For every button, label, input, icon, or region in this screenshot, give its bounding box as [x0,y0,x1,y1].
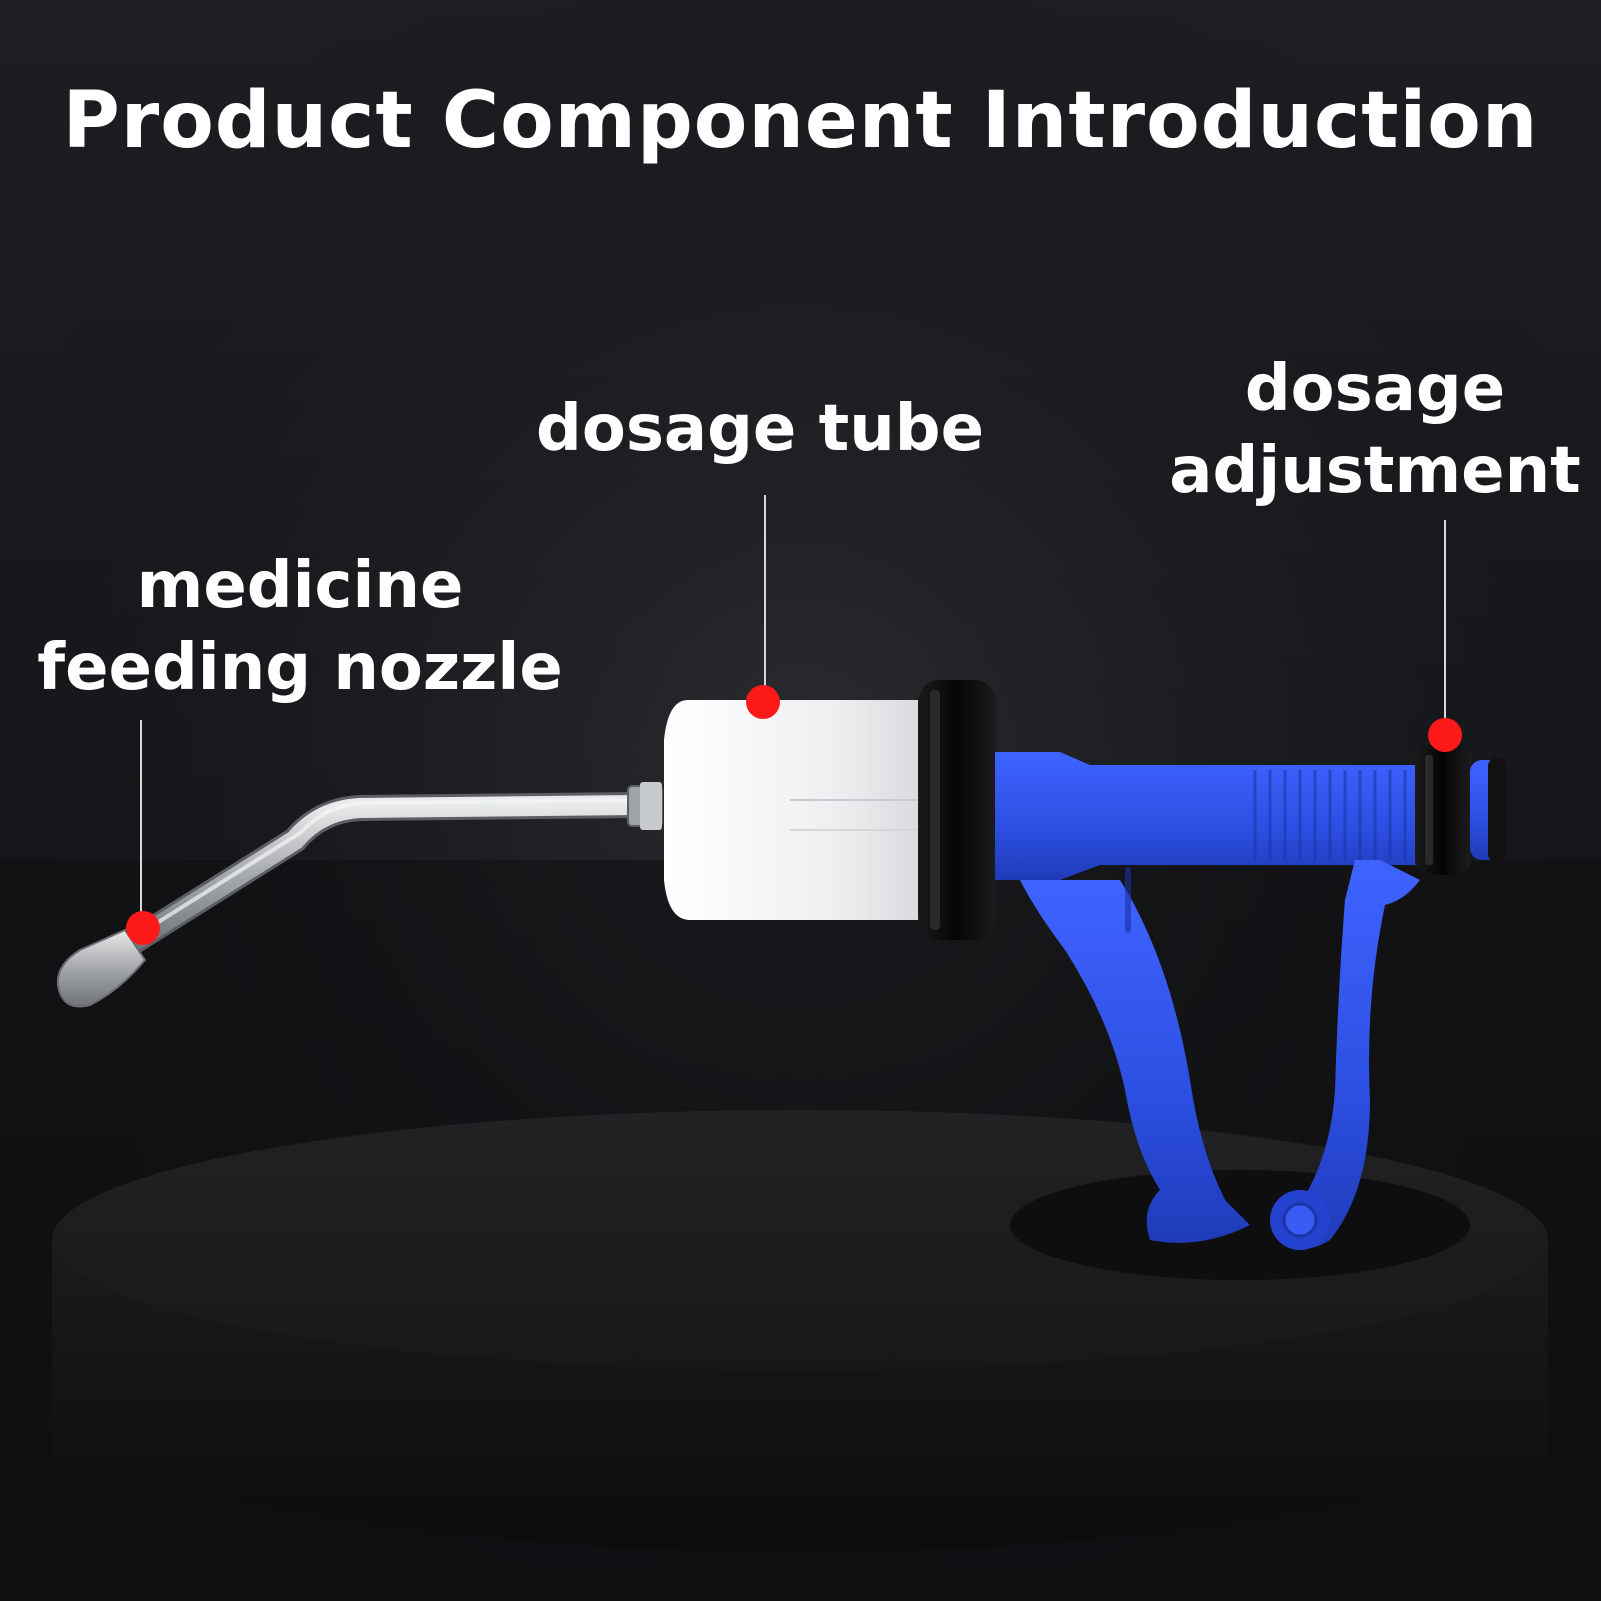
feeding-nozzle-pipe [56,782,663,1008]
label-line: adjustment [1169,434,1581,508]
label-line: medicine [136,549,464,623]
nozzle-marker-dot [126,911,160,945]
page-title: Product Component Introduction [62,76,1539,166]
label-line: feeding nozzle [37,631,563,705]
tube-marker-dot [746,685,780,719]
adjustment-marker-dot [1428,718,1462,752]
gun-handle [995,752,1430,1250]
label-line: dosage tube [536,392,984,466]
label-medicine-feeding-nozzle: medicine feeding nozzle [20,545,580,709]
label-dosage-tube: dosage tube [520,388,1000,470]
tube-cap [918,680,996,940]
dosage-tube-body [664,700,935,920]
label-line: dosage [1244,352,1506,426]
label-dosage-adjustment: dosage adjustment [1150,348,1600,512]
dosage-adjustment-knob [1415,745,1506,875]
